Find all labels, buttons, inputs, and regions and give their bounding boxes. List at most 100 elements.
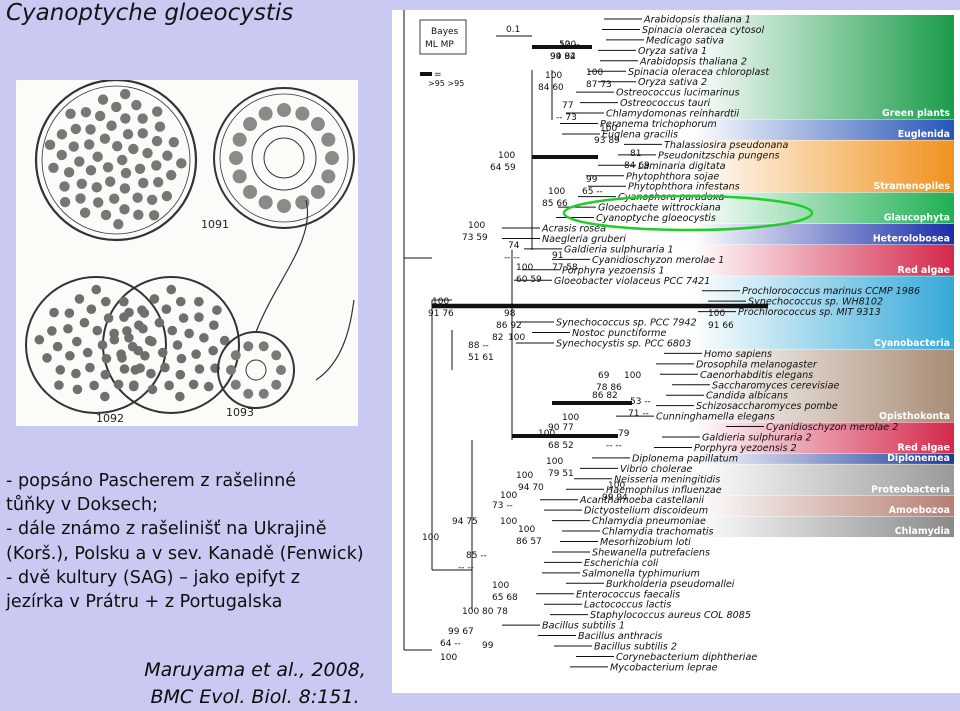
cell-dot (154, 121, 166, 132)
taxon-label: Acrasis rosea (541, 224, 606, 235)
group-band (692, 516, 954, 538)
cell-dot (129, 380, 139, 390)
taxon-label: Drosophila melanogaster (696, 359, 818, 370)
taxon-label: Cyanidioschyzon merolae 1 (592, 255, 724, 266)
cell-dot (149, 294, 160, 304)
support-value: 85 -- (466, 551, 487, 561)
taxon-label: Ostreococcus lucimarinus (616, 88, 740, 99)
cell-dot (59, 181, 70, 192)
support-value: 94 70 (518, 483, 544, 493)
cell-dot (147, 384, 158, 395)
citation-line: BMC Evol. Biol. 8:151. (150, 686, 360, 708)
support-value: 60 59 (516, 275, 542, 285)
citation-line: Maruyama et al., 2008, (144, 659, 366, 681)
support-value: 90 77 (548, 423, 574, 433)
cell-dot (54, 380, 64, 390)
cell-dot (191, 349, 201, 359)
cell-dot (47, 326, 57, 336)
taxon-label: Cyanidioschyzon merolae 2 (766, 422, 898, 433)
support-value: 99 (586, 175, 598, 185)
taxon-label: Gloeochaete wittrockiana (598, 203, 721, 214)
cell-dot (74, 156, 85, 167)
cell-dot (194, 312, 204, 322)
cell-dot (131, 99, 142, 111)
support-value: 100 (500, 517, 517, 527)
cell-dot (111, 101, 122, 113)
support-value: 100 (548, 187, 565, 197)
legend-box: Bayes ML MP = >95 >95 0.1 (419, 19, 532, 88)
cell-dot (152, 106, 163, 117)
bullet-line: (Korš.), Polsku a v sev. Kanadě (Fenwick… (6, 543, 364, 564)
cell-dot (99, 133, 111, 144)
cell-dot (65, 350, 75, 361)
support-value: 77 (562, 101, 573, 111)
support-value: 84 60 (538, 83, 564, 93)
cell-dot (100, 391, 110, 402)
cell-dot (109, 193, 120, 204)
group-band (692, 119, 954, 140)
group-label: Cyanobacteria (874, 338, 950, 349)
cell-dot (137, 128, 148, 139)
cell-dot (194, 364, 205, 374)
cell-dot (74, 294, 85, 304)
support-value: 100 (608, 481, 625, 491)
cell-dot (104, 176, 116, 187)
support-value: 91 76 (428, 309, 454, 319)
cell-dot (124, 307, 134, 318)
taxon-label: Spinacia oleracea cytosol (642, 25, 764, 36)
support-value: 86 82 (592, 391, 618, 401)
taxon-label: Pseudonitzschia pungens (658, 150, 780, 161)
taxon-label: Galdieria sulphuraria 1 (564, 244, 674, 255)
support-value: 100 (545, 71, 562, 81)
taxon-label: Saccharomyces cerevisiae (712, 380, 839, 391)
taxon-label: Medicago sativa (646, 35, 724, 46)
cell-dot (63, 167, 75, 178)
taxon-label: Bacillus anthracis (578, 631, 662, 642)
cell-dot (232, 132, 247, 147)
taxon-label: Shewanella putrefaciens (592, 547, 710, 558)
support-value: 99 (482, 641, 494, 651)
cell-dot (91, 284, 102, 295)
cell-dot (243, 388, 254, 399)
bullet-line: tůňky v Doksech; (6, 495, 159, 516)
cell-dot (85, 362, 95, 373)
taxon-label: Thalassiosira pseudonana (664, 140, 789, 151)
cell-dot (172, 340, 183, 350)
cell-dot (154, 317, 165, 328)
cell-dot (76, 178, 88, 189)
taxon-label: Phytophthora sojae (626, 171, 719, 182)
support-value: 82 (492, 333, 503, 343)
cell-dot (148, 210, 160, 221)
group-band (692, 276, 954, 349)
support-value: -- 73 (556, 113, 577, 123)
support-value: 100 (708, 309, 725, 319)
taxon-label: Galdieria sulphuraria 2 (702, 433, 812, 444)
cell-dot (97, 340, 108, 350)
cell-dot (258, 106, 273, 121)
cell-dot (230, 350, 241, 361)
support-value: 88 -- (468, 341, 489, 351)
cell-dot (72, 384, 83, 395)
cell-dot (56, 149, 67, 161)
taxon-label: Salmonella typhimurium (582, 568, 700, 579)
cell-dot (120, 167, 132, 179)
group-label: Amoebozoa (889, 505, 950, 516)
cell-dot (310, 117, 325, 132)
cell-dot (68, 141, 79, 152)
cell-dot (119, 183, 131, 194)
phylogenetic-tree: Green plantsEuglenidaStramenopilesGlauco… (392, 10, 960, 693)
cell-dot (243, 341, 254, 352)
support-value: 85 66 (542, 199, 568, 209)
legend-methods-bottom: ML MP (425, 40, 454, 50)
cell-dot (94, 110, 106, 122)
support-value: 91 66 (708, 321, 734, 331)
support-value: 74 (508, 241, 520, 251)
cell-dot (42, 353, 52, 363)
cell-dot (89, 380, 99, 391)
cell-dot (310, 184, 325, 199)
cell-dot (112, 140, 123, 152)
taxon-label: Laminaria digitata (638, 161, 726, 172)
taxon-label: Arabidopsis thaliana 1 (643, 15, 751, 26)
cell-dot (271, 379, 282, 390)
support-value: 100 80 78 (462, 607, 508, 617)
